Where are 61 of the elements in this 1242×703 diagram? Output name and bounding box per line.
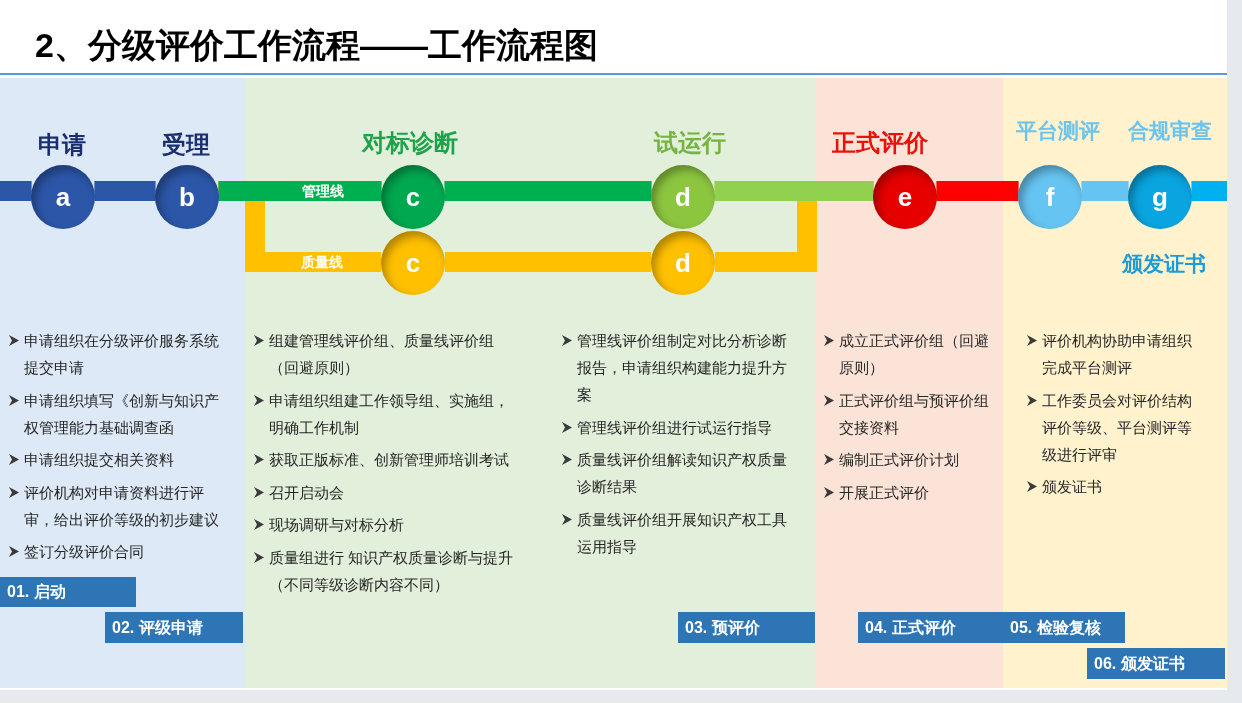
bullet-text: 颁发证书 [1042, 477, 1103, 497]
bullet-text: 质量线评价组解读知识产权质量诊断结果 [577, 450, 788, 497]
step-circle: g [1128, 165, 1192, 229]
bullet-text: 管理线评价组进行试运行指导 [577, 417, 773, 438]
bullet-text: 质量组进行 知识产权质量诊断与提升（不同等级诊断内容不同） [269, 547, 515, 595]
process-line [218, 181, 382, 201]
bullet-text: 成立正式评价组（回避原则） [839, 331, 990, 378]
step-circle: e [873, 165, 937, 229]
bullet-text: 申请组织在分级评价服务系统提交申请 [24, 331, 220, 378]
bullet-text: 申请组织组建工作领导组、实施组，明确工作机制 [269, 390, 510, 438]
phase-heading: 合规审查 [1128, 118, 1212, 144]
step-circle: c [381, 231, 445, 295]
process-line [714, 181, 874, 201]
bullet-text: 管理线评价组制定对比分析诊断报告，申请组织构建能力提升方案 [577, 331, 788, 405]
bullet-text: 申请组织填写《创新与知识产权管理能力基础调查函 [24, 390, 220, 438]
phase-tag: 04. 正式评价 [858, 612, 1003, 643]
bullet-text: 工作委员会对评价结构评价等级、平台测评等级进行评审 [1042, 390, 1193, 465]
bullet-text: 召开启动会 [269, 482, 345, 503]
bullet-text: 评价机构协助申请组织完成平台测评 [1042, 331, 1193, 378]
phase-heading: 平台测评 [1016, 118, 1100, 144]
phase-band [815, 78, 1003, 688]
phase-heading: 申请 [38, 130, 86, 160]
edge-label: 质量线 [298, 253, 346, 271]
bullet-text: 组建管理线评价组、质量线评价组（回避原则） [269, 331, 495, 378]
step-circle: d [651, 165, 715, 229]
phase-heading: 受理 [162, 130, 210, 160]
bullet-text: 编制正式评价计划 [839, 450, 960, 470]
bullet-text: 现场调研与对标分析 [269, 515, 405, 535]
phase-heading: 正式评价 [832, 128, 928, 158]
process-line [1081, 181, 1129, 201]
bullet-text: 申请组织提交相关资料 [24, 450, 175, 470]
step-circle: d [651, 231, 715, 295]
bullet-text: 获取正版标准、创新管理师培训考试 [269, 450, 510, 470]
bullet-text: 评价机构对申请资料进行评审，给出评价等级的初步建议 [24, 482, 220, 530]
process-line [94, 181, 156, 201]
bullet-text: 正式评价组与预评价组交接资料 [839, 390, 990, 438]
phase-tag: 01. 启动 [0, 577, 136, 607]
phase-heading: 对标诊断 [362, 128, 458, 158]
phase-tag: 02. 评级申请 [105, 612, 243, 643]
phase-tag: 03. 预评价 [678, 612, 815, 643]
bullet-text: 签订分级评价合同 [24, 542, 145, 562]
process-line [1191, 181, 1227, 201]
process-line [936, 181, 1019, 201]
phase-band [1003, 78, 1227, 688]
bullet-text: 开展正式评价 [839, 482, 930, 503]
step-caption: 颁发证书 [1122, 251, 1206, 277]
phase-tag: 06. 颁发证书 [1087, 648, 1225, 679]
phase-band [245, 78, 815, 688]
edge-label: 管理线 [299, 182, 347, 200]
phase-heading: 试运行 [654, 128, 726, 158]
step-circle: b [155, 165, 219, 229]
bullet-text: 质量线评价组开展知识产权工具运用指导 [577, 509, 788, 557]
step-circle: a [31, 165, 95, 229]
step-circle: f [1018, 165, 1082, 229]
slide-title: 2、分级评价工作流程——工作流程图 [35, 25, 598, 66]
process-line [445, 252, 651, 272]
phase-tag: 05. 检验复核 [1003, 612, 1125, 643]
phase-band [0, 78, 245, 688]
step-circle: c [381, 165, 445, 229]
process-line [444, 181, 652, 201]
process-line [0, 181, 32, 201]
